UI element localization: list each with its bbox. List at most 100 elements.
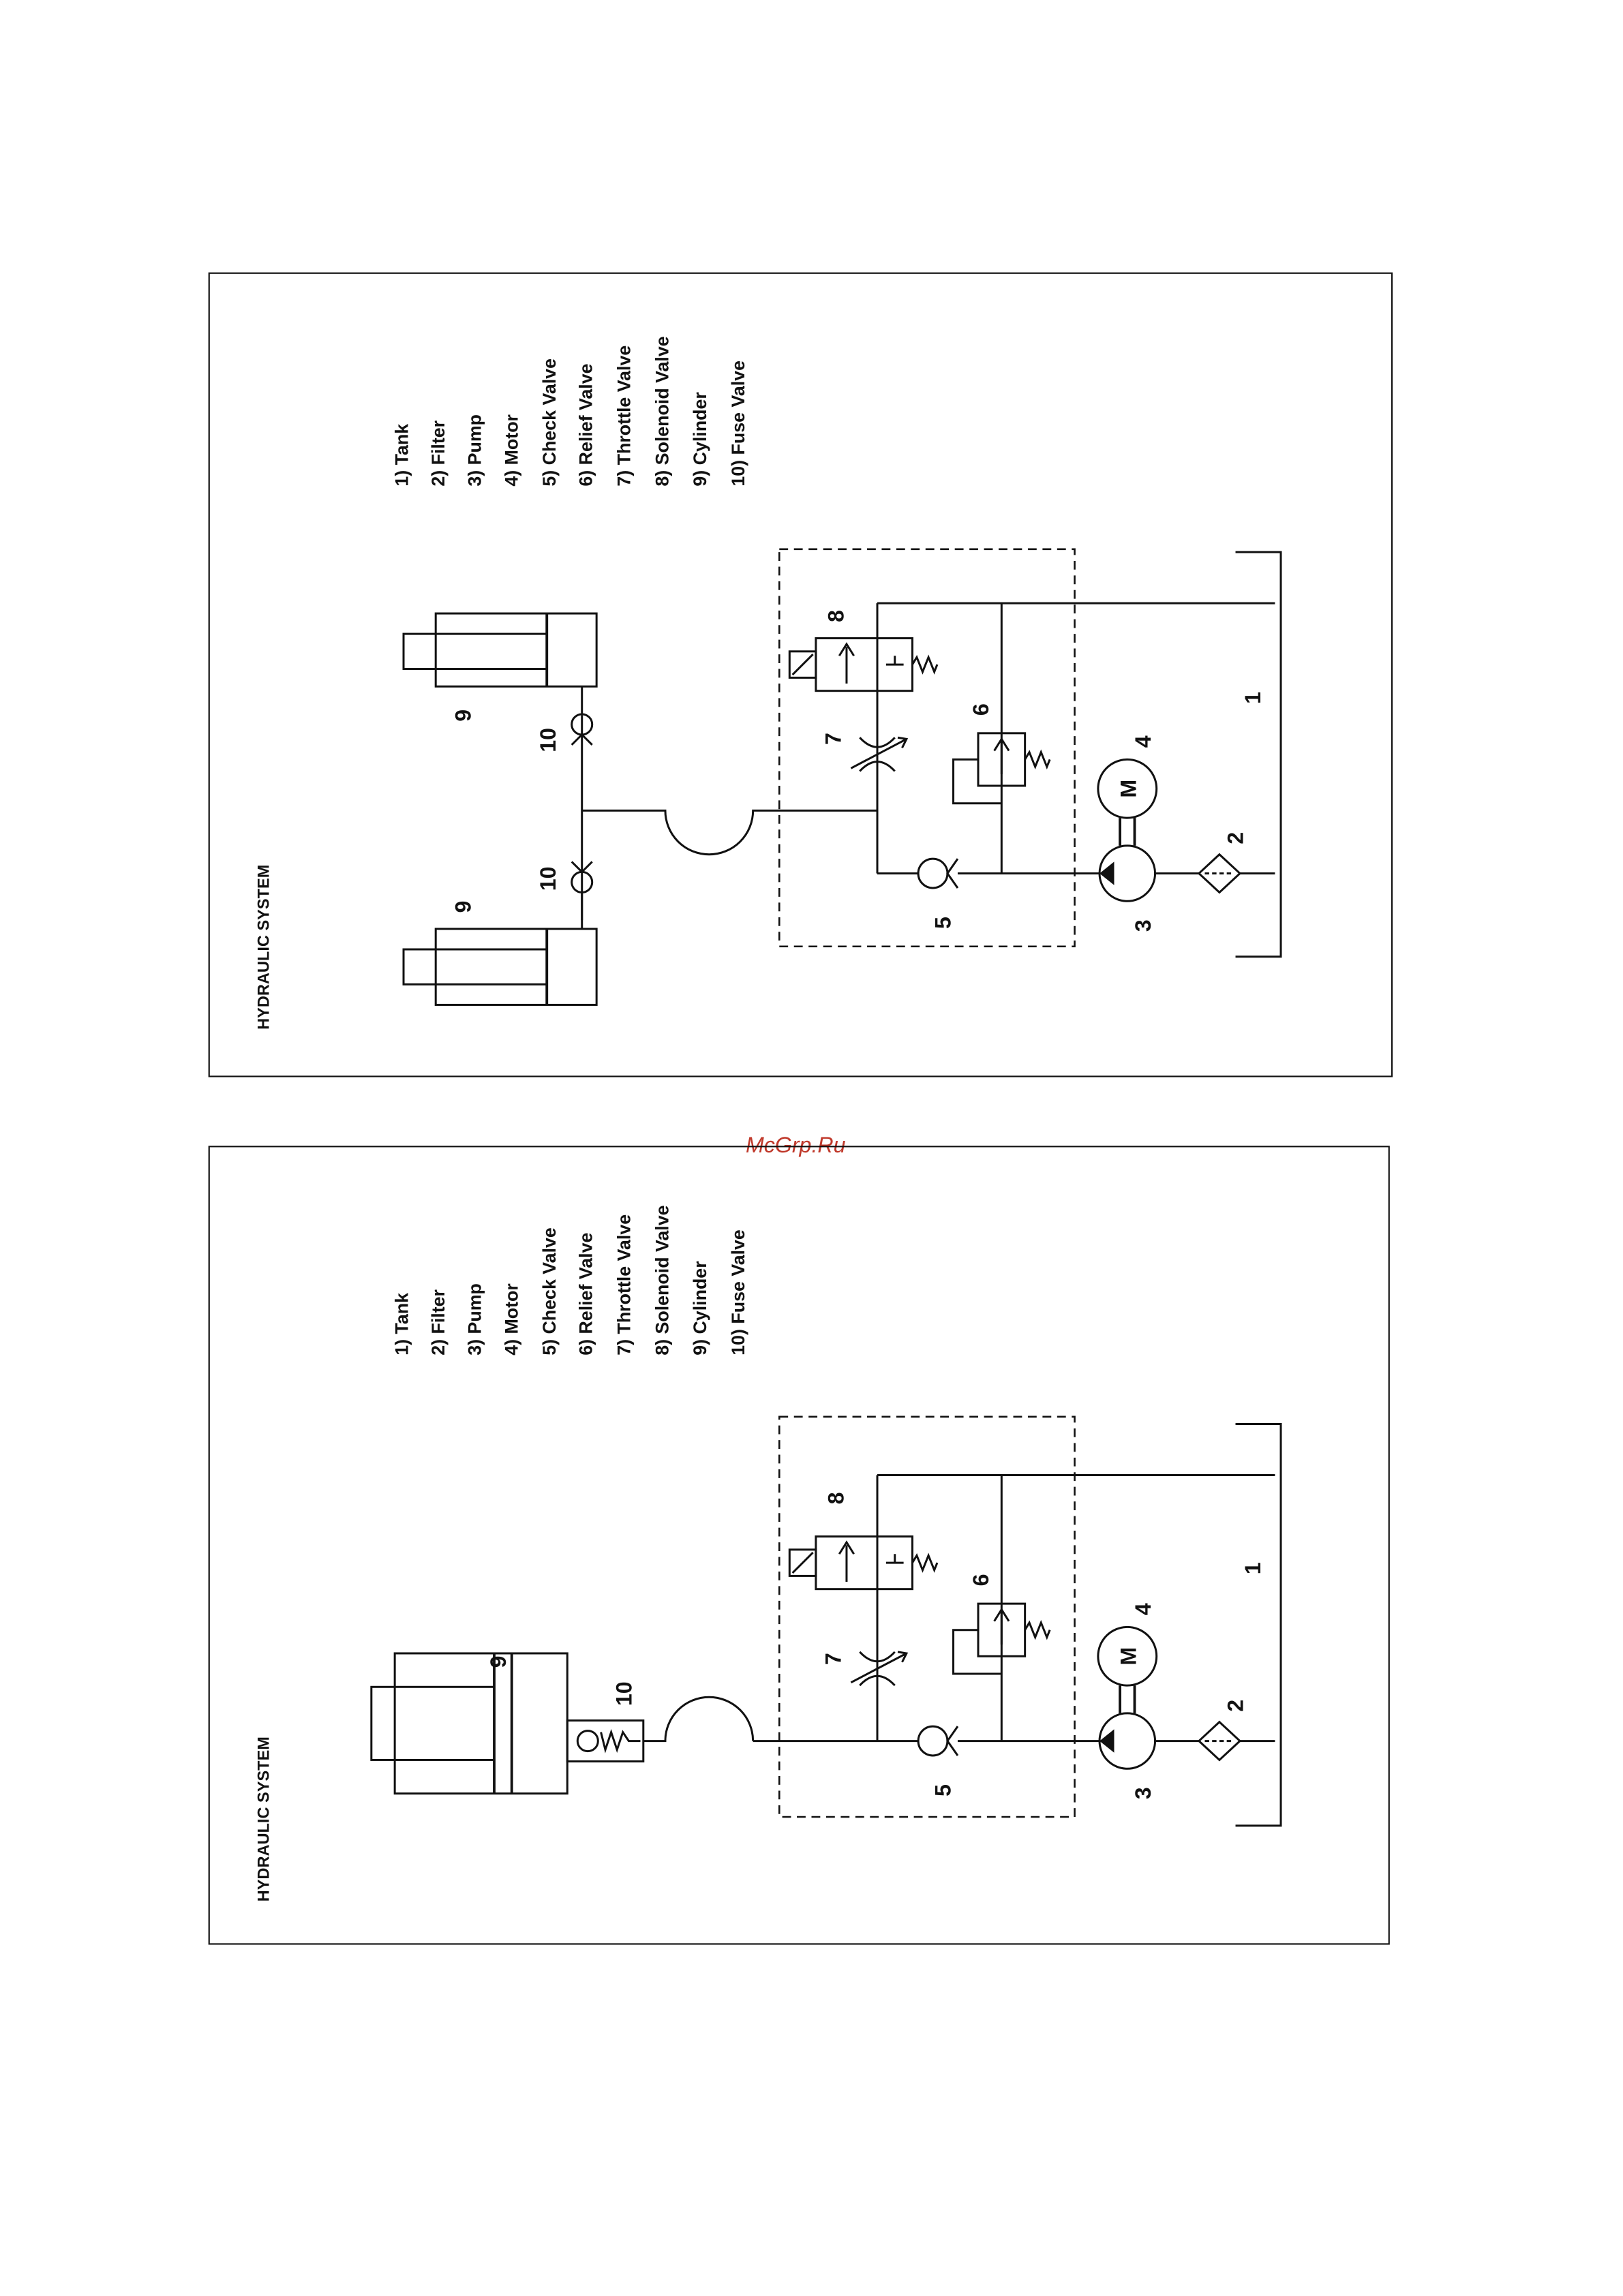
filter — [1197, 1720, 1242, 1762]
legend-item: 10) Fuse Valve — [728, 361, 748, 487]
legend-item: 3) Pump — [465, 414, 485, 487]
cylinder-a — [402, 612, 598, 716]
panel-bottom: HYDRAULIC SYSTEM 1) Tank 2) Filter 3) Pu… — [208, 1146, 1390, 1945]
cylinder-rod — [370, 1685, 496, 1761]
label-filter: 2 — [1223, 1700, 1247, 1712]
cylinder-rod — [402, 632, 548, 671]
solenoid-coil-icon — [788, 1548, 817, 1577]
legend-item: 5) Check Valve — [539, 358, 560, 487]
legend: 1) Tank 2) Filter 3) Pump 4) Motor 5) Ch… — [391, 1205, 748, 1355]
throttle-valve-icon — [859, 1651, 896, 1663]
tank-symbol — [1235, 1423, 1282, 1827]
throttle-valve-icon — [859, 761, 896, 772]
relief-valve — [952, 732, 1051, 805]
diagram-title: HYDRAULIC SYSTEM — [255, 1736, 273, 1901]
pump-direction-icon — [1099, 1729, 1114, 1753]
label-solenoid-valve: 8 — [824, 1493, 849, 1505]
legend-item: 8) Solenoid Valve — [652, 336, 672, 486]
fuse-valve-seat-icon — [571, 861, 593, 874]
pump-motor-shaft — [1119, 818, 1136, 846]
cylinder-body — [393, 1652, 568, 1795]
spring-icon — [911, 1552, 939, 1573]
legend-item: 1) Tank — [391, 424, 412, 487]
motor: M — [1097, 758, 1158, 819]
cylinder-piston — [493, 1653, 513, 1794]
panel-frame — [208, 272, 1393, 1077]
feed-line-jumper — [643, 1696, 755, 1743]
valve-block-outline — [778, 1415, 1076, 1818]
spring-icon — [911, 654, 939, 675]
label-cylinder: 9 — [486, 1656, 511, 1668]
check-valve-seat-icon — [946, 858, 959, 889]
filter — [1197, 853, 1242, 894]
cylinder-body — [434, 928, 598, 1006]
motor-icon — [1097, 758, 1158, 819]
label-fuse-valve: 10 — [612, 1681, 637, 1706]
flow-arrow-icon — [993, 1607, 1010, 1645]
fuse-valve — [566, 1719, 645, 1763]
label-filter: 2 — [1223, 832, 1247, 844]
solenoid-coil-icon — [788, 650, 817, 679]
check-valve — [917, 1725, 959, 1757]
spring-icon — [1024, 749, 1051, 770]
cylinder — [370, 1652, 568, 1795]
label-tank: 1 — [1241, 1562, 1265, 1574]
legend-item: 7) Throttle Valve — [613, 1214, 634, 1356]
legend-item: 1) Tank — [391, 1293, 412, 1356]
flow-arrow-icon — [838, 642, 855, 684]
panel-top: HYDRAULIC SYSTEM 1) Tank 2) Filter 3) Pu… — [208, 272, 1393, 1077]
cylinder-body — [434, 612, 598, 688]
blocked-port-icon — [885, 1554, 904, 1564]
filter-icon — [1197, 853, 1242, 894]
flow-arrow-icon — [993, 737, 1010, 774]
fuse-valve-ball-icon — [576, 1730, 599, 1753]
legend-item: 7) Throttle Valve — [613, 346, 634, 487]
solenoid-valve — [788, 637, 939, 692]
label-motor: 4 — [1131, 735, 1155, 748]
label-cylinder: 9 — [451, 901, 476, 913]
solenoid-coil-icon — [791, 1552, 814, 1574]
adjust-arrow-icon — [850, 736, 909, 769]
motor-icon — [1097, 1625, 1158, 1687]
legend-item: 5) Check Valve — [539, 1227, 560, 1356]
cylinder-b — [402, 892, 598, 1006]
solenoid-valve — [788, 1535, 939, 1591]
adjust-arrow-icon — [850, 1651, 909, 1684]
check-valve-seat-icon — [946, 1726, 959, 1756]
cylinder-rod — [402, 948, 548, 985]
spring-icon — [1024, 1619, 1051, 1640]
label-check-valve: 5 — [930, 917, 955, 929]
legend: 1) Tank 2) Filter 3) Pump 4) Motor 5) Ch… — [391, 336, 748, 486]
label-throttle-valve: 7 — [821, 1653, 845, 1665]
legend-item: 9) Cylinder — [690, 1261, 710, 1356]
label-pump: 3 — [1131, 1787, 1155, 1799]
label-relief-valve: 6 — [969, 1574, 993, 1587]
check-valve-ball-icon — [917, 1725, 949, 1757]
watermark: McGrp.Ru — [746, 1133, 846, 1157]
legend-item: 2) Filter — [428, 420, 449, 486]
label-pump: 3 — [1131, 919, 1155, 932]
fuse-valve-seat-icon — [571, 733, 593, 746]
legend-item: 4) Motor — [501, 1283, 521, 1356]
throttle-valve — [850, 1651, 909, 1687]
diagram-title: HYDRAULIC SYSTEM — [255, 865, 273, 1030]
motor-symbol: M — [1117, 1647, 1141, 1666]
feed-line-jumper — [581, 809, 877, 856]
label-fuse-valve: 10 — [536, 728, 560, 752]
legend-item: 10) Fuse Valve — [728, 1229, 748, 1356]
filter-icon — [1197, 1720, 1242, 1762]
legend-item: 6) Relief Valve — [576, 1233, 596, 1356]
legend-item: 9) Cylinder — [690, 392, 710, 487]
motor-symbol: M — [1117, 780, 1141, 798]
throttle-valve-icon — [859, 737, 896, 748]
tank-symbol — [1235, 551, 1282, 958]
label-fuse-valve: 10 — [536, 867, 560, 891]
label-motor: 4 — [1131, 1603, 1155, 1615]
legend-item: 8) Solenoid Valve — [652, 1205, 672, 1355]
pump — [1098, 1712, 1157, 1770]
pump — [1098, 844, 1157, 902]
relief-valve — [952, 1602, 1051, 1675]
throttle-valve — [850, 736, 909, 772]
fuse-valve-body — [566, 1719, 645, 1763]
